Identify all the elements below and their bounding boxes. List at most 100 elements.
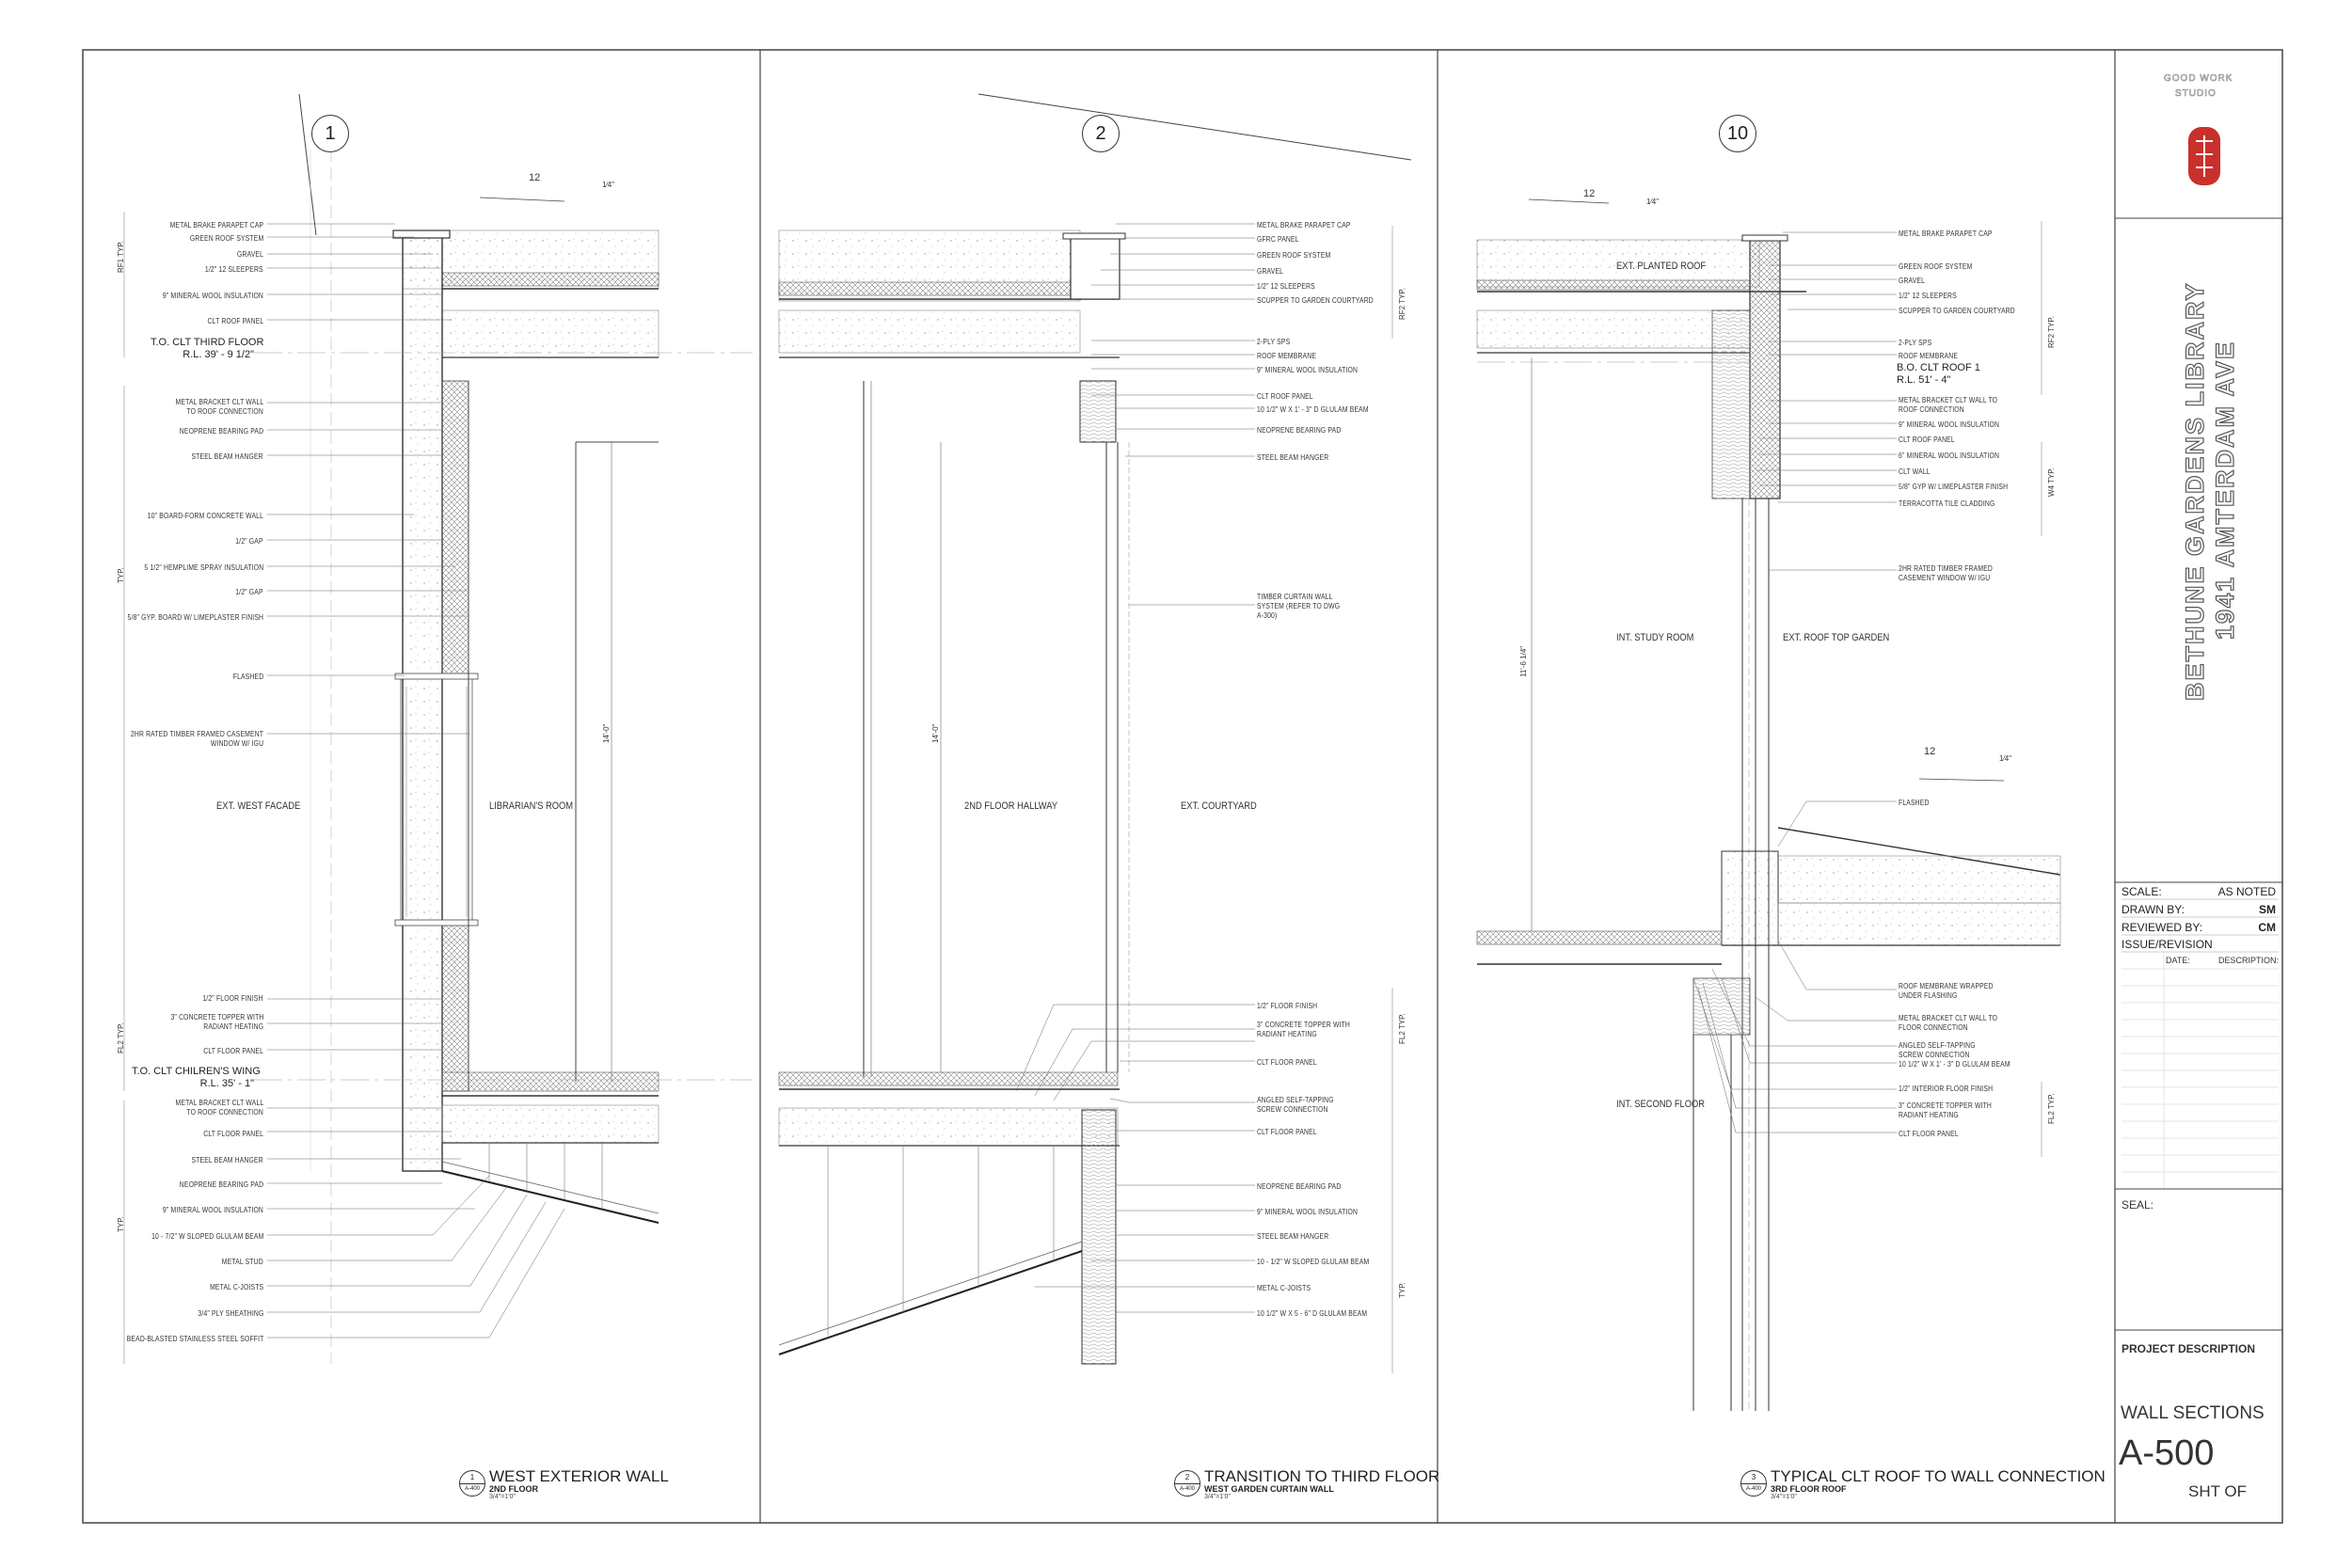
- callout-note: FLASHED: [1899, 799, 1930, 807]
- callout-note: METAL BRACKET CLT WALL: [175, 398, 263, 406]
- callout-note: METAL BRACKET CLT WALL TO: [1899, 1014, 1998, 1022]
- callout-note: ANGLED SELF-TAPPING: [1899, 1041, 1976, 1050]
- dimension-label: TYP.: [117, 1216, 125, 1232]
- drawn-by-value: SM: [2259, 903, 2276, 916]
- callout-note: NEOPRENE BEARING PAD: [179, 427, 263, 436]
- room-label: EXT. ROOF TOP GARDEN: [1783, 632, 1890, 643]
- callout-note: CLT FLOOR PANEL: [203, 1047, 263, 1055]
- callout-note: 9" MINERAL WOOL INSULATION: [1899, 420, 2000, 429]
- callout-note: METAL BRAKE PARAPET CAP: [169, 221, 263, 230]
- project-description-label: PROJECT DESCRIPTION: [2122, 1342, 2256, 1355]
- callout-note: CLT FLOOR PANEL: [203, 1130, 263, 1138]
- issue-revision-label: ISSUE/REVISION: [2122, 938, 2213, 951]
- callout-note: SCREW CONNECTION: [1257, 1105, 1328, 1114]
- detail-number: 3: [1741, 1471, 1766, 1484]
- callout-note: GFRC PANEL: [1257, 235, 1299, 244]
- callout-note: 5/8" GYP W/ LIMEPLASTER FINISH: [1899, 483, 2009, 491]
- callout-note: 1/2" 12 SLEEPERS: [205, 265, 263, 274]
- callout-note: 9" MINERAL WOOL INSULATION: [162, 1206, 263, 1214]
- callout-note: 3" CONCRETE TOPPER WITH: [1899, 1101, 1993, 1110]
- callout-note: SCUPPER TO GARDEN COURTYARD: [1899, 307, 2015, 315]
- callout-note: ROOF CONNECTION: [1899, 405, 1964, 414]
- detail-subtitle: WEST GARDEN CURTAIN WALL: [1204, 1484, 1334, 1494]
- room-label: INT. STUDY ROOM: [1616, 632, 1694, 643]
- level-name: T.O. CLT CHILREN'S WING: [132, 1066, 261, 1077]
- scale-value: AS NOTED: [2217, 885, 2276, 898]
- section-1-bubble: 1: [311, 115, 349, 152]
- callout-note: CLT ROOF PANEL: [1899, 436, 1955, 444]
- callout-note: GRAVEL: [1257, 267, 1284, 276]
- description-column-label: DESCRIPTION:: [2218, 956, 2280, 965]
- callout-note: 10 1/2" W X 1' - 3" D GLULAM BEAM: [1257, 405, 1369, 414]
- callout-note: STEEL BEAM HANGER: [191, 1156, 263, 1164]
- section-2-bubble: 2: [1082, 115, 1120, 152]
- callout-note: FLASHED: [232, 673, 263, 681]
- drawn-by-label: DRAWN BY:: [2122, 903, 2185, 916]
- callout-note: RADIANT HEATING: [1257, 1030, 1317, 1038]
- detail-sheet-ref: A-400: [1179, 1486, 1195, 1492]
- callout-note: A-300): [1257, 611, 1278, 620]
- level-name: B.O. CLT ROOF 1: [1897, 362, 1980, 373]
- project-title: BETHUNE GARDENS LIBRARY: [2180, 281, 2209, 702]
- callout-note: UNDER FLASHING: [1899, 991, 1958, 1000]
- callout-note: 6" MINERAL WOOL INSULATION: [1899, 451, 2000, 460]
- sheet-number: A-500: [2119, 1433, 2215, 1473]
- room-label: EXT. PLANTED ROOF: [1616, 261, 1707, 272]
- callout-note: ROOF MEMBRANE: [1899, 352, 1959, 360]
- callout-note: 5 1/2" HEMPLIME SPRAY INSULATION: [144, 563, 263, 572]
- callout-note: GRAVEL: [236, 250, 263, 259]
- callout-note: TERRACOTTA TILE CLADDING: [1899, 499, 1995, 508]
- detail-number: 1: [460, 1471, 485, 1484]
- seal-label: SEAL:: [2122, 1198, 2154, 1212]
- dimension-label: 14'-0": [602, 723, 611, 743]
- scale-row: SCALE: AS NOTED: [2122, 885, 2281, 898]
- callout-note: METAL STUD: [221, 1258, 263, 1266]
- detail-caption-bubble: 3 A-400: [1740, 1470, 1767, 1497]
- dimension-label: RF2 TYP.: [2047, 316, 2056, 348]
- detail-number: 2: [1175, 1471, 1200, 1484]
- level-marker: T.O. CLT THIRD FLOOR R.L. 39' - 9 1/2": [151, 337, 264, 361]
- sheet-name: WALL SECTIONS: [2121, 1403, 2265, 1423]
- callout-note: 1/2" 12 SLEEPERS: [1257, 282, 1315, 291]
- callout-note: STEEL BEAM HANGER: [191, 452, 263, 461]
- callout-note: SCUPPER TO GARDEN COURTYARD: [1257, 296, 1374, 305]
- dimension-label: FL2 TYP.: [2047, 1093, 2056, 1124]
- callout-note: NEOPRENE BEARING PAD: [1257, 426, 1342, 435]
- callout-note: 10 1/2" W X 1' - 3" D GLULAM BEAM: [1899, 1060, 2010, 1069]
- reviewed-by-row: REVIEWED BY: CM: [2122, 921, 2281, 934]
- callout-note: 9" MINERAL WOOL INSULATION: [162, 292, 263, 300]
- dimension-label: 11'-6 1/4": [1519, 645, 1528, 677]
- callout-note: METAL C-JOISTS: [1257, 1284, 1311, 1292]
- detail-scale: 3/4"=1'0": [489, 1494, 516, 1500]
- callout-note: SCREW CONNECTION: [1899, 1051, 1970, 1059]
- callout-note: CLT FLOOR PANEL: [1899, 1130, 1959, 1138]
- callout-note: CLT FLOOR PANEL: [1257, 1128, 1317, 1136]
- room-label: 2ND FLOOR HALLWAY: [964, 800, 1058, 812]
- callout-note: METAL BRAKE PARAPET CAP: [1899, 230, 1993, 238]
- callout-note: CLT WALL: [1899, 467, 1931, 476]
- level-marker: B.O. CLT ROOF 1 R.L. 51' - 4": [1897, 362, 1980, 387]
- level-name: T.O. CLT THIRD FLOOR: [151, 337, 264, 348]
- studio-logo-text: GOOD WORK: [2164, 73, 2233, 85]
- callout-note: METAL BRACKET CLT WALL: [175, 1099, 263, 1107]
- slope-label: 12: [1924, 746, 1936, 757]
- detail-sheet-ref: A-400: [464, 1486, 480, 1492]
- callout-note: 1/2" GAP: [235, 537, 263, 546]
- callout-note: ROOF MEMBRANE WRAPPED: [1899, 982, 1994, 990]
- callout-note: TO ROOF CONNECTION: [186, 407, 263, 416]
- callout-note: 2-PLY SPS: [1899, 339, 1932, 347]
- callout-note: 1/2" FLOOR FINISH: [1257, 1002, 1318, 1010]
- callout-note: NEOPRENE BEARING PAD: [1257, 1182, 1342, 1191]
- callout-note: 9" MINERAL WOOL INSULATION: [1257, 1208, 1359, 1216]
- callout-note: 10 - 7/2" W SLOPED GLULAM BEAM: [151, 1232, 263, 1241]
- callout-note: GREEN ROOF SYSTEM: [1899, 262, 1973, 271]
- callout-note: 1/2" GAP: [235, 588, 263, 596]
- callout-note: GRAVEL: [1899, 277, 1926, 285]
- level-marker: T.O. CLT CHILREN'S WING R.L. 35' - 1": [132, 1066, 261, 1090]
- callout-note: 1/2" INTERIOR FLOOR FINISH: [1899, 1085, 1994, 1093]
- detail-sheet-ref: A-400: [1745, 1486, 1761, 1492]
- dimension-label: TYP.: [1398, 1282, 1406, 1298]
- detail-title: TYPICAL CLT ROOF TO WALL CONNECTION: [1771, 1467, 2106, 1485]
- room-label: LIBRARIAN'S ROOM: [489, 800, 574, 812]
